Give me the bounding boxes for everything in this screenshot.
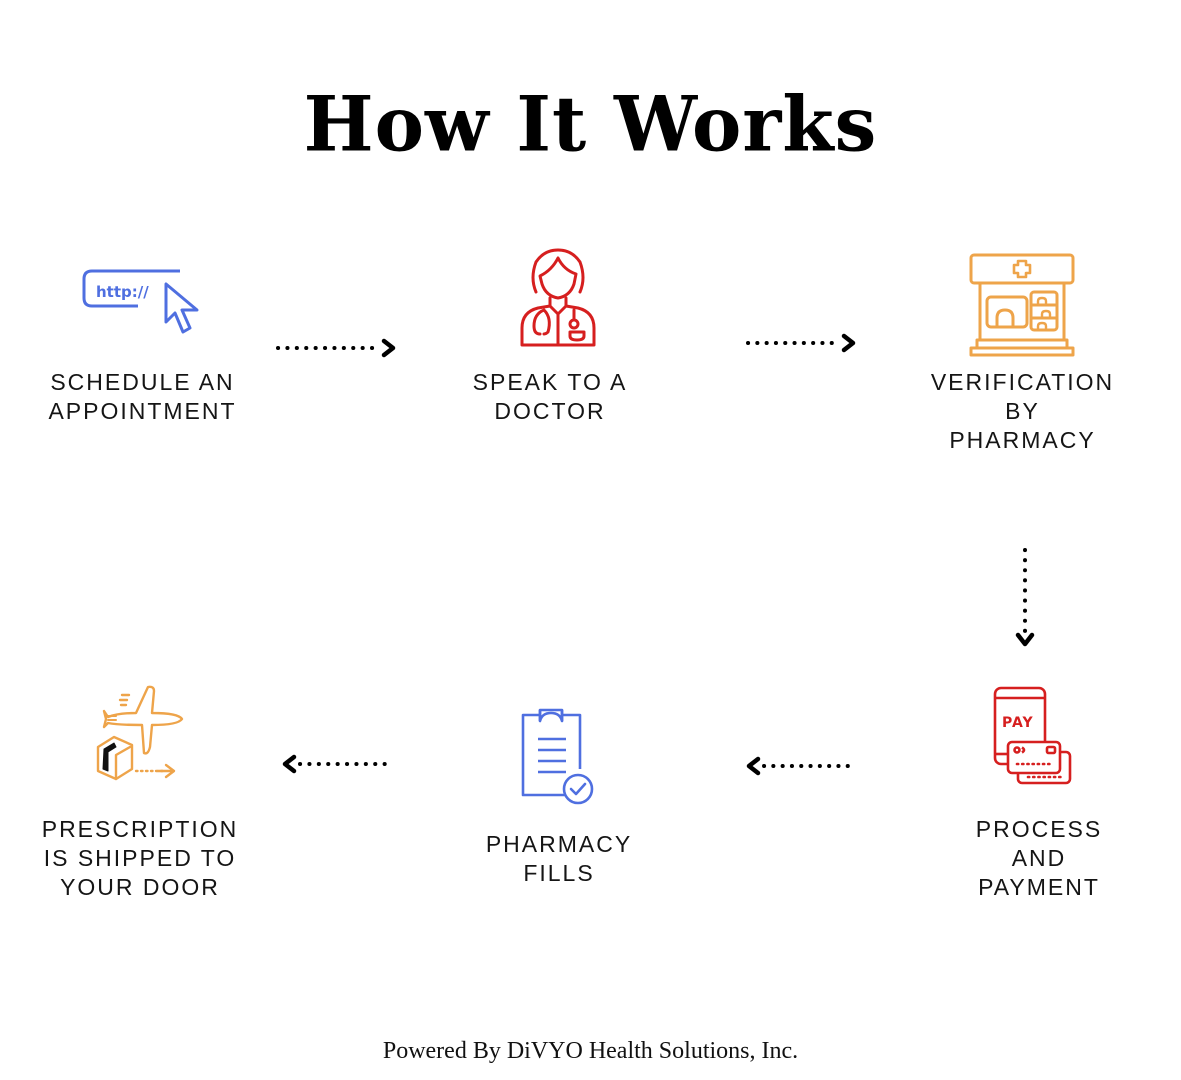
- dotted-arrow-down-icon: [1015, 548, 1035, 647]
- pharmacy-store-icon: [968, 252, 1076, 358]
- footer-credit: Powered By DiVYO Health Solutions, Inc.: [382, 1038, 799, 1064]
- plane-package-icon: [96, 685, 188, 783]
- step-label: PROCESS AND PAYMENT: [975, 816, 1103, 900]
- step-label: SPEAK TO A DOCTOR: [472, 369, 628, 424]
- flow-arrow-down: [1015, 546, 1035, 650]
- dotted-arrow-left-icon: [746, 756, 856, 776]
- http-text: http://: [96, 283, 149, 301]
- http-cursor-icon: http://: [80, 266, 205, 341]
- step-label: VERIFICATION BY PHARMACY: [930, 369, 1115, 453]
- step-label: PRESCRIPTION IS SHIPPED TO YOUR DOOR: [41, 816, 239, 900]
- mobile-pay-cards-icon: PAY: [992, 685, 1074, 787]
- flow-arrow-right: [276, 338, 400, 358]
- flow-arrow-right: [746, 333, 860, 353]
- flow-arrow-left: [744, 756, 858, 776]
- doctor-icon: [518, 248, 598, 348]
- pay-text: PAY: [1002, 715, 1034, 731]
- flow-arrow-left: [280, 754, 400, 774]
- step-label: SCHEDULE AN APPOINTMENT: [48, 369, 237, 424]
- clipboard-check-icon: [520, 707, 596, 807]
- page-title: How It Works: [303, 81, 878, 169]
- step-label: PHARMACY FILLS: [485, 831, 633, 886]
- dotted-arrow-left-icon: [282, 754, 396, 774]
- dotted-arrow-right-icon: [746, 333, 856, 353]
- dotted-arrow-right-icon: [276, 338, 396, 358]
